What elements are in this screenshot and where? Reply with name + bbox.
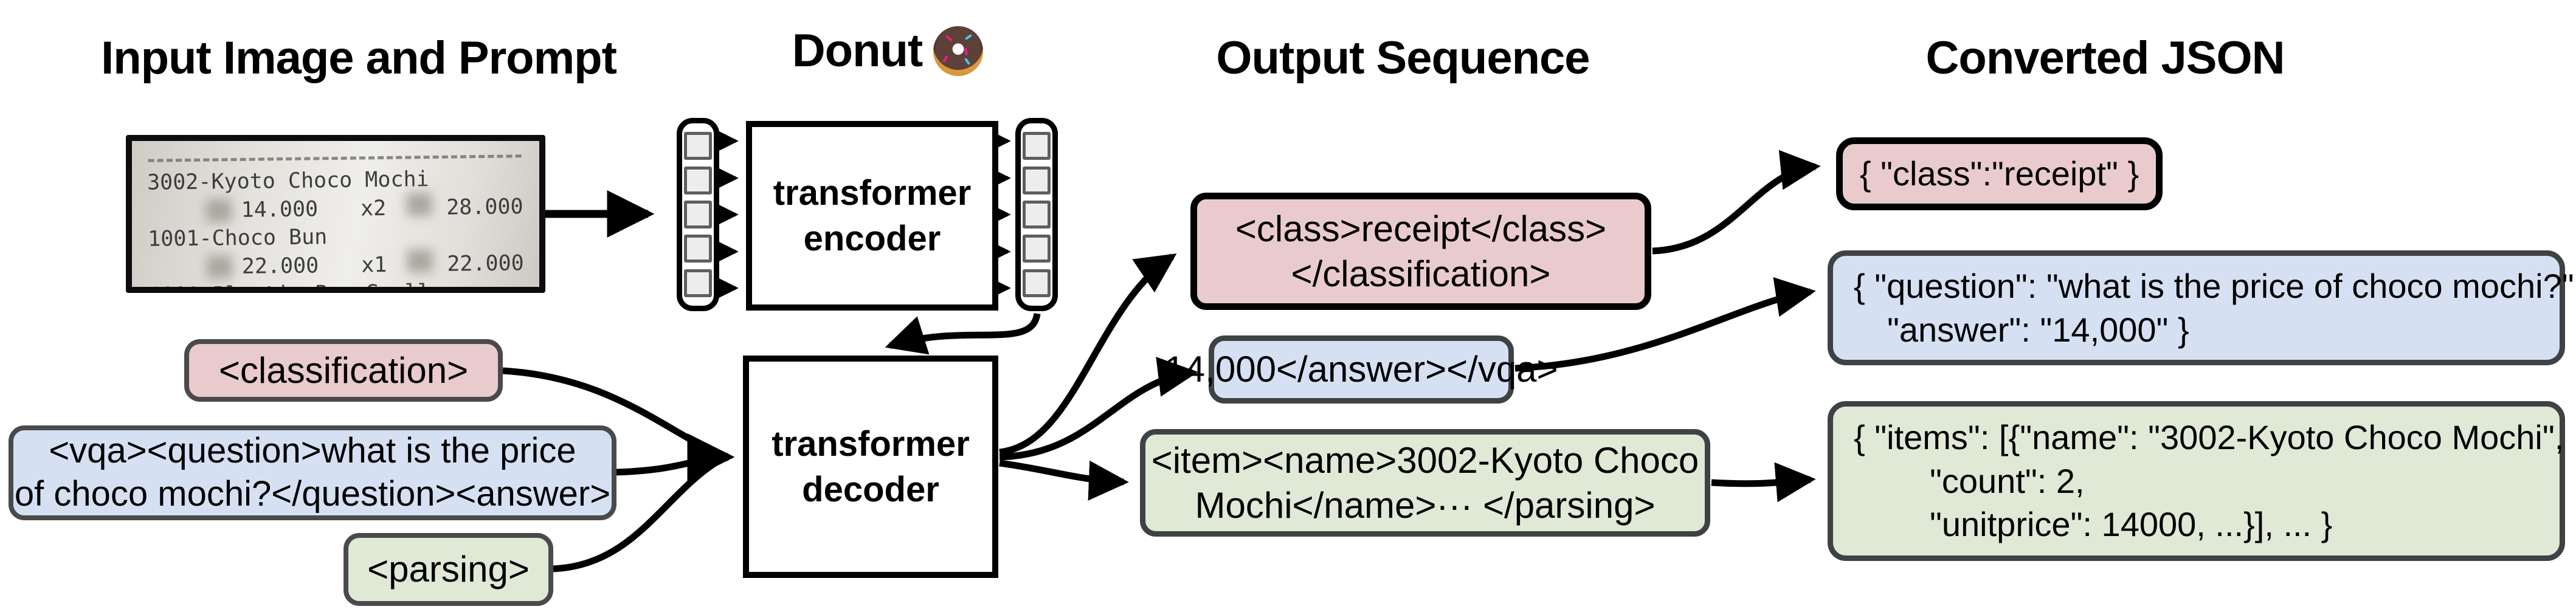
encoder-output-embedding-strip [1015,118,1058,311]
input-receipt-image: 3002-Kyoto Choco Mochi 14.000 x2 28.000 … [126,135,545,293]
arrow-decoder-to-parsing [999,459,1129,501]
prompt-classification-box: <classification> [184,339,503,402]
title-converted-json: Converted JSON [1925,32,2285,84]
image-patch-token [684,200,712,229]
encoder-label-line2: encoder [803,219,941,258]
receipt-divider-top [148,154,522,162]
image-patch-token [684,269,712,297]
receipt-line-amount: 14.000 x2 28.000 [147,191,523,226]
prompt-vqa-box: <vqa><question>what is the price of choc… [9,425,616,520]
receipt-line-item: 1001-Choco Bun [147,225,328,252]
encoder-input-patch-strip [677,118,719,311]
title-donut: Donut [736,24,1040,77]
arrow-encoder-to-decoder [885,312,1041,355]
donut-emoji-icon [933,26,984,76]
transformer-decoder-block: transformer decoder [743,356,998,578]
arrow-prompt-vqa [616,453,719,476]
embedding-token [1023,269,1051,297]
output-vqa-box: 14,000</answer></vqa> [1164,335,1558,404]
receipt-content: 3002-Kyoto Choco Mochi 14.000 x2 28.000 … [132,141,539,287]
redaction-blur [206,255,233,279]
redaction-blur [407,249,433,273]
decoder-label-line1: transformer [772,424,970,464]
embedding-token [1023,132,1051,160]
embedding-token [1023,235,1051,263]
image-patch-token [684,235,712,263]
output-parsing-box: <item><name>3002-Kyoto Choco Mochi</name… [1140,429,1710,537]
redaction-blur [406,193,432,216]
image-patch-token [684,166,712,194]
prompt-parsing-box: <parsing> [344,533,553,606]
image-patch-token [684,132,712,160]
receipt-line-item: 3002-Kyoto Choco Mochi [147,167,429,195]
embedding-token [1023,166,1051,194]
redaction-blur [205,198,232,222]
title-donut-label: Donut [792,25,923,77]
encoder-label-line1: transformer [773,173,972,213]
title-output-sequence: Output Sequence [1216,32,1590,84]
transformer-encoder-block: transformer encoder [746,121,998,311]
arrow-classification-to-json [1652,150,1821,255]
json-classification-box: { "class":"receipt" } [1836,137,2163,210]
json-vqa-box: { "question": "what is the price of choc… [1828,250,2576,365]
decoder-label-line2: decoder [802,470,939,509]
embedding-token [1023,200,1051,229]
title-input-image-and-prompt: Input Image and Prompt [101,32,617,84]
output-classification-box: <class>receipt</class> </classification> [1190,193,1651,310]
json-parsing-box: { "items": [{"name": "3002-Kyoto Choco M… [1828,401,2565,561]
arrow-parsing-to-json [1711,462,1816,503]
receipt-line-amount: 22.000 x1 22.000 [148,248,524,283]
